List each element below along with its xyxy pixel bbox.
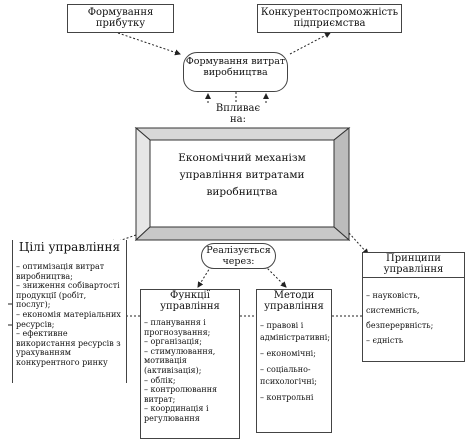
principle-item: системність, xyxy=(366,306,420,315)
function-item: – облік; xyxy=(144,375,176,385)
influence-text: Впливає на: xyxy=(215,103,261,125)
goal-item: – зниження собівартості продукції (робіт… xyxy=(16,281,120,310)
goals-list: – оптимізація витрат виробництва; – зниж… xyxy=(13,262,126,368)
methods-title: Методи управління xyxy=(264,290,324,312)
cost-forming-label: Формування витрат виробництва xyxy=(185,56,286,78)
goal-item: – ефективне використання ресурсів з урах… xyxy=(16,329,121,367)
realized-through-box: Реалізується через: xyxy=(201,243,276,269)
principle-item: – науковість, xyxy=(366,291,421,300)
methods-panel: Методи управління – правові і адміністра… xyxy=(256,289,332,433)
principles-panel: Принципи управління – науковість, систем… xyxy=(362,252,465,362)
realized-through-label: Реалізується через: xyxy=(206,245,271,267)
method-item: – економічні; xyxy=(260,349,316,358)
cost-forming-box: Формування витрат виробництва xyxy=(183,52,288,92)
principle-item: безперервність; xyxy=(366,321,434,330)
function-item: – планування і прогнозування; xyxy=(144,318,211,337)
methods-list: – правові і адміністративні; – економічн… xyxy=(257,320,331,404)
method-item: – правові і адміністративні; xyxy=(260,321,331,342)
functions-panel: Функції управління – планування і прогно… xyxy=(140,289,240,439)
functions-title: Функції управління xyxy=(160,290,220,312)
profit-formation-label: Формування прибутку xyxy=(87,7,154,29)
mechanism-label: Економічний механізм управління витратам… xyxy=(178,152,306,198)
principles-list: – науковість, системність, безперервніст… xyxy=(363,288,464,348)
function-item: – стимулювання, мотивація (активізація); xyxy=(144,346,216,375)
function-item: – координація і регулювання xyxy=(144,404,209,423)
function-item: – організація; xyxy=(144,337,202,347)
mechanism-box: Економічний механізм управління витратам… xyxy=(152,150,332,210)
competitiveness-label: Конкурентоспроможність підприємства xyxy=(260,7,399,29)
principles-title: Принципи управління xyxy=(363,253,464,278)
method-item: – контрольні xyxy=(260,393,314,402)
goals-panel: Цілі управління – оптимізація витрат вир… xyxy=(12,240,127,383)
profit-formation-box: Формування прибутку xyxy=(67,4,174,33)
function-item: – контролювання витрат; xyxy=(144,385,218,404)
functions-list: – планування і прогнозування; – організа… xyxy=(141,318,239,424)
goals-title: Цілі управління xyxy=(18,240,121,254)
principle-item: – єдність xyxy=(366,336,404,345)
competitiveness-box: Конкурентоспроможність підприємства xyxy=(257,4,402,33)
influence-label: Впливає на: xyxy=(211,103,265,125)
method-item: – соціально-психологічні; xyxy=(260,365,317,386)
goal-item: – економія матеріальних ресурсів; xyxy=(16,309,121,329)
mechanism-frame xyxy=(134,126,351,242)
goal-item: – оптимізація витрат виробництва; xyxy=(16,262,105,281)
